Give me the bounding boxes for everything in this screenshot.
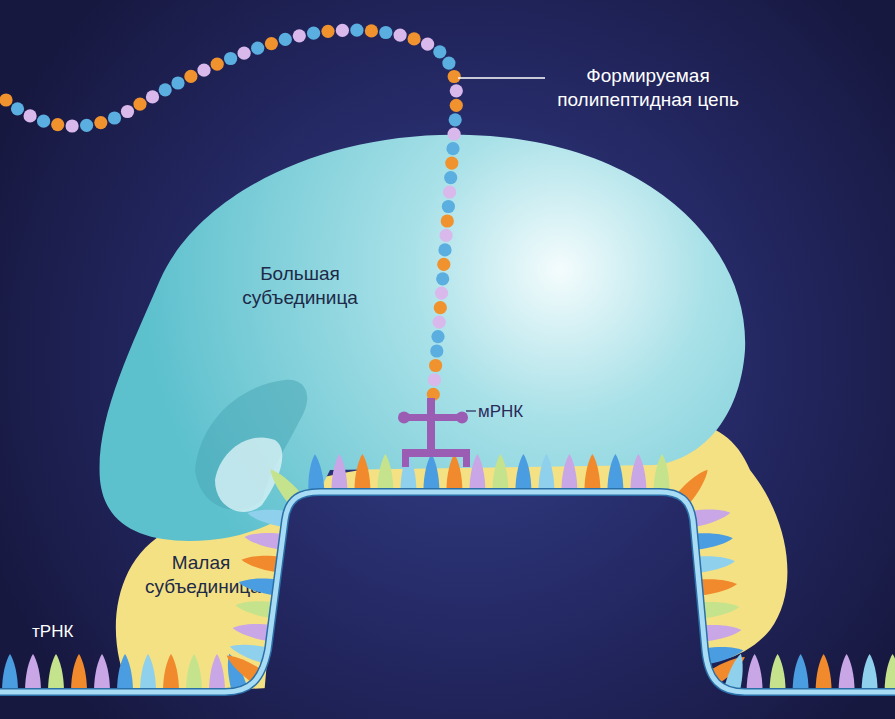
amino-acid-bead — [435, 287, 448, 300]
amino-acid-bead — [184, 70, 197, 83]
trna-label: мРНК — [478, 400, 548, 424]
arch-cavity — [262, 492, 712, 719]
amino-acid-bead — [224, 52, 237, 65]
amino-acid-bead — [66, 119, 79, 132]
amino-acid-bead — [108, 111, 121, 124]
amino-acid-bead — [211, 58, 224, 71]
leader-line — [458, 77, 545, 79]
nucleotide-tooth — [94, 654, 110, 692]
amino-acid-bead — [11, 102, 24, 115]
leader-line — [466, 410, 476, 411]
nucleotide-tooth — [2, 654, 18, 692]
nucleotide-tooth — [885, 654, 895, 692]
amino-acid-bead — [307, 27, 320, 40]
amino-acid-bead — [121, 105, 134, 118]
trna-base — [402, 449, 470, 457]
amino-acid-bead — [442, 57, 455, 70]
amino-acid-bead — [350, 24, 363, 37]
trna-stem — [427, 398, 435, 456]
amino-acid-bead — [438, 243, 451, 256]
amino-acid-bead — [37, 115, 50, 128]
amino-acid-bead — [450, 99, 463, 112]
amino-acid-bead — [421, 38, 434, 51]
amino-acid-bead — [433, 45, 446, 58]
amino-acid-bead — [448, 70, 461, 83]
chain-label: Формируемая полипептидная цепь — [548, 64, 748, 112]
trna-loop — [456, 412, 468, 424]
amino-acid-bead — [430, 344, 443, 357]
nucleotide-tooth — [770, 654, 786, 692]
amino-acid-bead — [443, 185, 456, 198]
part-name: Малая субъединица — [145, 551, 257, 599]
amino-acid-bead — [446, 142, 459, 155]
amino-acid-bead — [238, 47, 251, 60]
trna-leg — [402, 449, 409, 467]
amino-acid-bead — [146, 90, 159, 103]
amino-acid-bead — [0, 93, 13, 106]
amino-acid-bead — [436, 272, 449, 285]
amino-acid-bead — [433, 316, 446, 329]
amino-acid-bead — [441, 214, 454, 227]
nucleotide-tooth — [839, 654, 855, 692]
large-subunit: Большая субъединица — [95, 130, 750, 550]
large-subunit-outline — [95, 130, 750, 550]
trna-arm — [404, 414, 462, 421]
trna-leg — [463, 449, 470, 467]
amino-acid-bead — [51, 118, 64, 131]
mrna-label: тРНК — [32, 620, 102, 644]
nucleotide-tooth — [816, 654, 832, 692]
amino-acid-bead — [94, 116, 107, 129]
amino-acid-bead — [265, 37, 278, 50]
amino-acid-bead — [450, 84, 463, 97]
amino-acid-bead — [431, 330, 444, 343]
amino-acid-bead — [197, 64, 210, 77]
nucleotide-tooth — [747, 654, 763, 692]
nucleotide-tooth — [48, 654, 64, 692]
amino-acid-bead — [321, 25, 334, 38]
amino-acid-bead — [448, 128, 461, 141]
amino-acid-bead — [365, 24, 378, 37]
amino-acid-bead — [394, 28, 407, 41]
amino-acid-bead — [429, 359, 442, 372]
amino-acid-bead — [379, 26, 392, 39]
nucleotide-tooth — [71, 654, 87, 692]
amino-acid-bead — [437, 258, 450, 271]
amino-acid-bead — [449, 113, 462, 126]
subunit-lobe-highlight — [215, 437, 282, 511]
amino-acid-bead — [251, 42, 264, 55]
amino-acid-bead — [408, 32, 421, 45]
amino-acid-bead — [445, 157, 458, 170]
amino-acid-bead — [24, 109, 37, 122]
amino-acid-bead — [442, 200, 455, 213]
amino-acid-bead — [133, 98, 146, 111]
amino-acid-bead — [279, 33, 292, 46]
amino-acid-bead — [171, 76, 184, 89]
amino-acid-bead — [434, 301, 447, 314]
amino-acid-bead — [336, 24, 349, 37]
amino-acid-bead — [444, 171, 457, 184]
amino-acid-bead — [293, 29, 306, 42]
nucleotide-tooth — [793, 654, 809, 692]
amino-acid-bead — [159, 83, 172, 96]
trna-loop — [398, 412, 410, 424]
amino-acid-bead — [440, 229, 453, 242]
amino-acid-bead — [80, 119, 93, 132]
part-name: Большая субъединица — [235, 262, 365, 310]
nucleotide-tooth — [862, 654, 878, 692]
amino-acid-bead — [428, 373, 441, 386]
nucleotide-tooth — [25, 654, 41, 692]
small-subunit-shape — [116, 423, 788, 690]
